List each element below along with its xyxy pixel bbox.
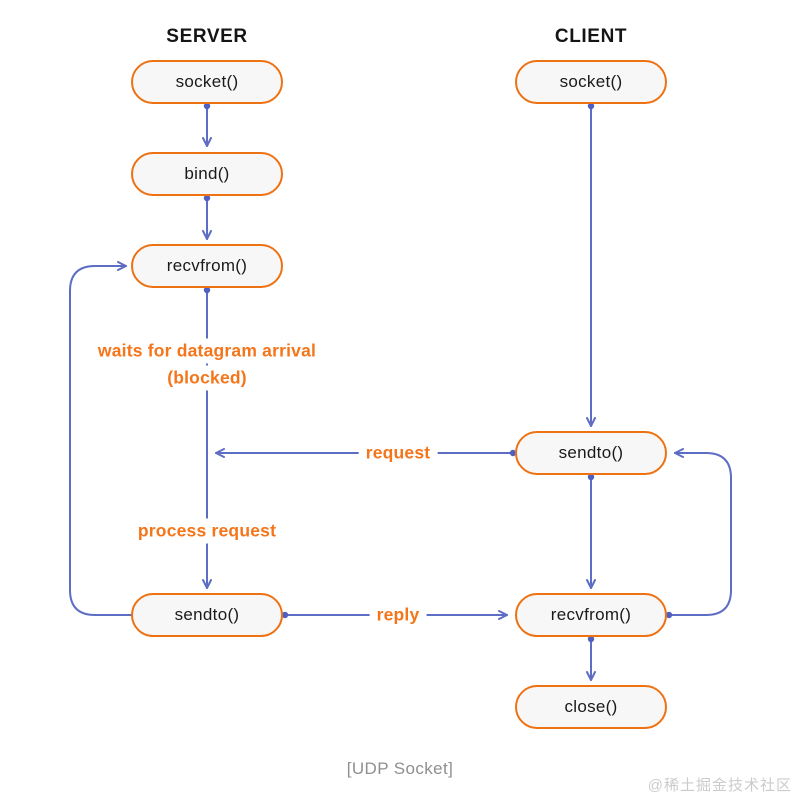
node-server-socket: socket() bbox=[131, 60, 283, 104]
diagram-caption: [UDP Socket] bbox=[346, 759, 454, 778]
watermark-text: @稀土掘金技术社区 bbox=[647, 777, 792, 794]
node-client-close: close() bbox=[515, 685, 667, 729]
node-server-bind: bind() bbox=[131, 152, 283, 196]
annotation-reply: reply bbox=[369, 602, 427, 628]
server-column-title: SERVER bbox=[166, 26, 248, 47]
client-column-title: CLIENT bbox=[554, 26, 628, 47]
node-server-sendto: sendto() bbox=[131, 593, 283, 637]
annotation-process-request: process request bbox=[130, 518, 284, 544]
node-client-recvfrom: recvfrom() bbox=[515, 593, 667, 637]
arrow-client-loopback bbox=[665, 448, 732, 619]
arrow-server-loopback bbox=[69, 261, 138, 619]
annotation-request: request bbox=[358, 440, 438, 466]
node-client-socket: socket() bbox=[515, 60, 667, 104]
annotation-waits-for-datagram: waits for datagram arrival bbox=[90, 338, 324, 364]
annotation-blocked: (blocked) bbox=[160, 365, 254, 391]
node-server-recvfrom: recvfrom() bbox=[131, 244, 283, 288]
node-client-sendto: sendto() bbox=[515, 431, 667, 475]
